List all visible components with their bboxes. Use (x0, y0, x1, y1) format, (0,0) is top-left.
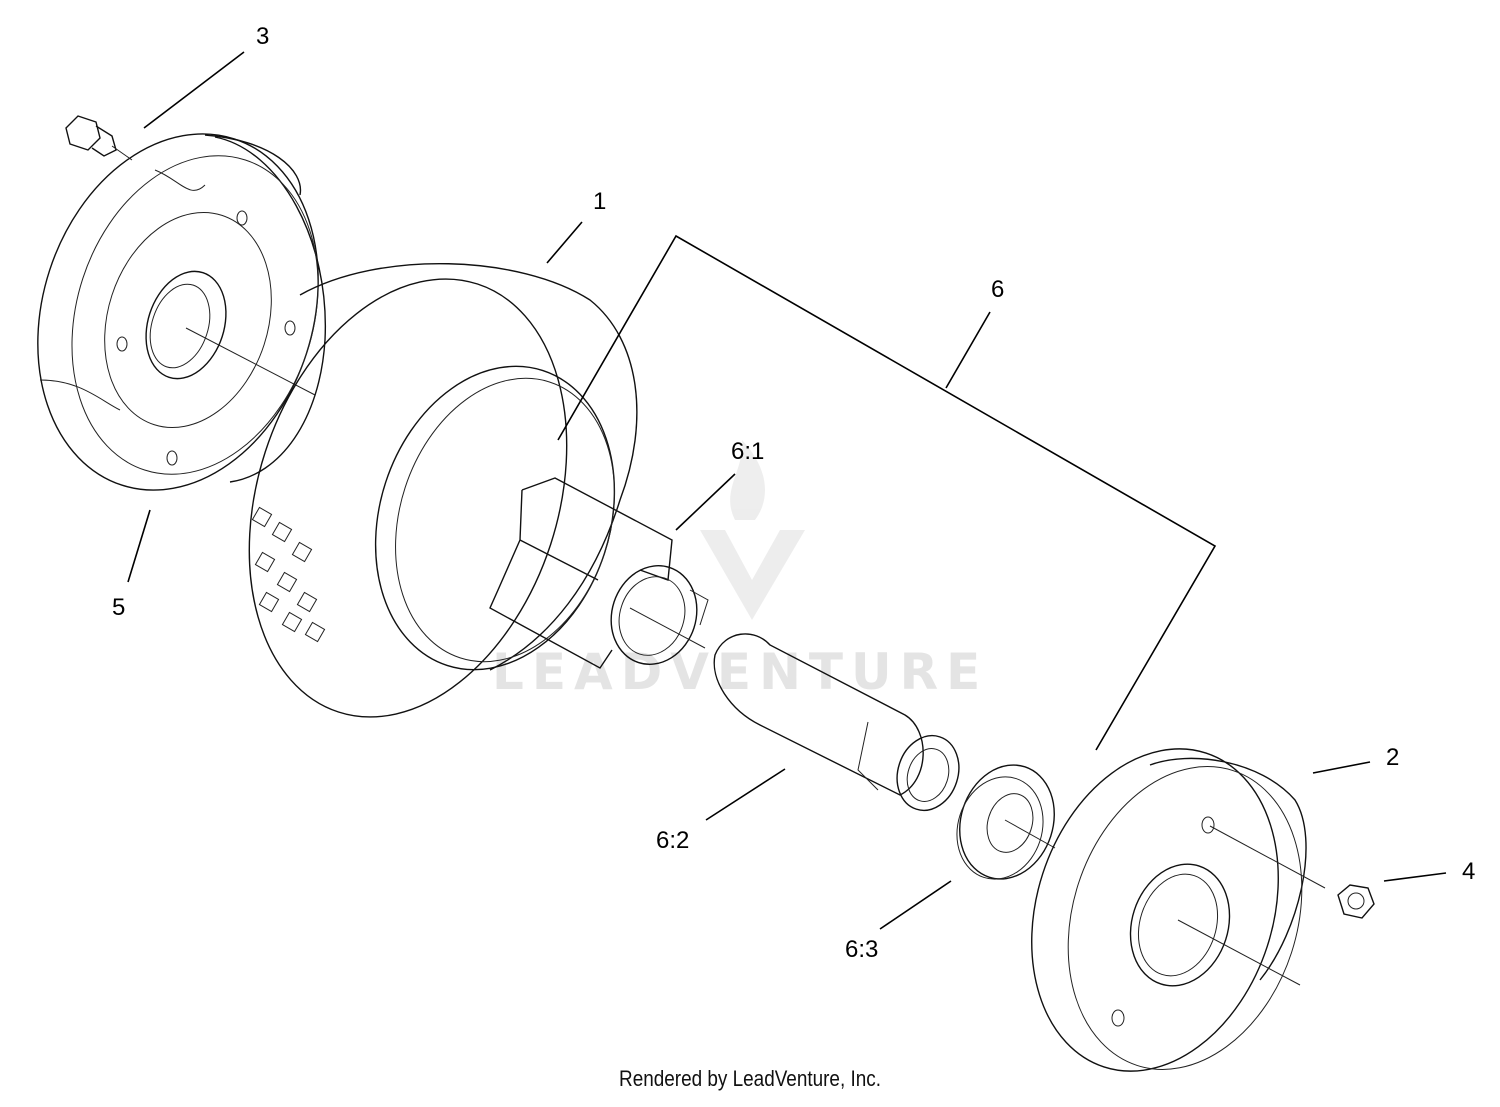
assembly-6-bracket (557, 234, 1217, 751)
callout-5: 5 (112, 594, 125, 621)
bearing (956, 764, 1056, 880)
leader-6 (945, 311, 991, 389)
callout-2: 2 (1386, 744, 1399, 771)
spacer-tube (629, 607, 960, 812)
callout-3: 3 (256, 23, 269, 50)
hub-half-right (1031, 748, 1326, 1072)
leader-6-3 (879, 880, 952, 930)
leader-6-2 (705, 768, 786, 821)
callout-6: 6 (991, 276, 1004, 303)
leader-1 (546, 221, 583, 264)
watermark-logo: LEADVENTURE (492, 440, 988, 701)
callout-6-1: 6:1 (731, 438, 764, 465)
nut (1337, 884, 1375, 919)
callout-1: 1 (593, 188, 606, 215)
tire (248, 263, 638, 718)
hub-body (489, 477, 709, 669)
leader-6-1 (675, 473, 736, 531)
hub-half-left (37, 133, 327, 491)
leader-4 (1383, 872, 1447, 882)
callout-6-2: 6:2 (656, 827, 689, 854)
tire-tread (251, 506, 326, 643)
bolt (65, 115, 133, 161)
callout-6-3: 6:3 (845, 936, 878, 963)
leader-5 (127, 509, 151, 583)
leader-2 (1312, 761, 1371, 774)
watermark-text: LEADVENTURE (492, 643, 988, 701)
leader-3 (143, 51, 245, 129)
callout-4: 4 (1462, 858, 1475, 885)
render-credit: Rendered by LeadVenture, Inc. (619, 1066, 881, 1091)
